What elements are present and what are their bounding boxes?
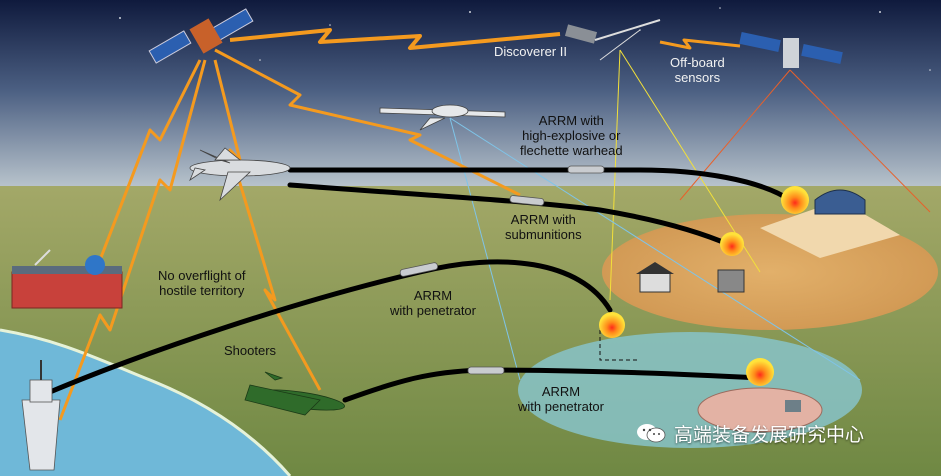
datalink-ground xyxy=(98,59,202,261)
sea xyxy=(0,330,290,476)
bomber-aircraft xyxy=(189,147,291,202)
track-he xyxy=(287,167,793,203)
comm-satellite xyxy=(148,8,254,64)
label-discoverer-ii: Discoverer II xyxy=(494,44,567,59)
label-arrm-pen2-line2: with penetrator xyxy=(518,399,604,414)
missile-tracks xyxy=(47,167,793,403)
explosion-house xyxy=(599,312,625,338)
discoverer-ii-satellite xyxy=(564,19,661,61)
sky xyxy=(0,0,941,200)
label-no-overflight-line1: No overflight of xyxy=(158,268,246,283)
explosion-hangar xyxy=(781,186,809,214)
label-arrm-he: ARRM with high-explosive or flechette wa… xyxy=(520,113,623,158)
missiles xyxy=(399,165,605,375)
coastline xyxy=(0,328,292,476)
hangar xyxy=(814,189,866,215)
watermark: 高端装备发展研究中心 xyxy=(636,420,864,446)
label-arrm-penetrator-2: ARRM with penetrator xyxy=(518,384,604,414)
label-arrm-submunitions: ARRM with submunitions xyxy=(505,212,582,242)
label-arrm-pen1-line2: with penetrator xyxy=(390,303,476,318)
explosions xyxy=(599,186,809,386)
sensor-cones xyxy=(449,49,931,381)
label-arrm-sub-line1: ARRM with xyxy=(510,212,576,227)
track-penetrator-1 xyxy=(47,259,613,395)
datalink-ship xyxy=(58,59,207,421)
label-offboard-line1: Off-board xyxy=(670,55,725,70)
missile-penetrator-2 xyxy=(467,366,505,375)
airfield-pad xyxy=(760,200,900,258)
mound-bunker xyxy=(697,387,823,433)
datalink-satcom xyxy=(229,28,561,50)
datalinks xyxy=(58,28,741,421)
explosion-mound xyxy=(746,358,774,386)
label-no-overflight: No overflight of hostile territory xyxy=(158,268,245,298)
label-arrm-penetrator-1: ARRM with penetrator xyxy=(390,288,476,318)
wechat-icon xyxy=(637,424,666,443)
label-arrm-he-line3: flechette warhead xyxy=(520,143,623,158)
watermark-text: 高端装备发展研究中心 xyxy=(674,424,865,446)
missile-penetrator-1 xyxy=(399,262,439,277)
label-shooters: Shooters xyxy=(224,343,277,358)
bunker-house xyxy=(599,262,674,361)
explosion-radar xyxy=(720,232,744,256)
datalink-a10 xyxy=(213,59,322,391)
a10-aircraft xyxy=(244,371,345,416)
datalink-uav xyxy=(214,48,521,197)
track-submunitions xyxy=(287,182,733,248)
label-no-overflight-line2: hostile territory xyxy=(159,283,245,298)
label-arrm-he-line2: high-explosive or xyxy=(522,128,621,143)
label-offboard-sensors: Off-board sensors xyxy=(670,55,725,85)
track-penetrator-2 xyxy=(342,367,763,403)
missile-submunitions xyxy=(509,195,545,206)
missile-he xyxy=(567,165,605,174)
label-arrm-pen2-line1: ARRM xyxy=(541,384,581,399)
radar-site xyxy=(717,269,745,293)
datalink-offboard xyxy=(659,38,741,50)
label-offboard-line2: sensors xyxy=(674,70,721,85)
offboard-satellite xyxy=(739,31,843,68)
label-arrm-he-line1: ARRM with xyxy=(538,113,604,128)
label-arrm-pen1-line1: ARRM xyxy=(413,288,453,303)
warship xyxy=(21,360,61,471)
ground-station xyxy=(11,249,123,309)
label-arrm-sub-line2: submunitions xyxy=(505,227,582,242)
uav-aircraft xyxy=(379,104,506,131)
